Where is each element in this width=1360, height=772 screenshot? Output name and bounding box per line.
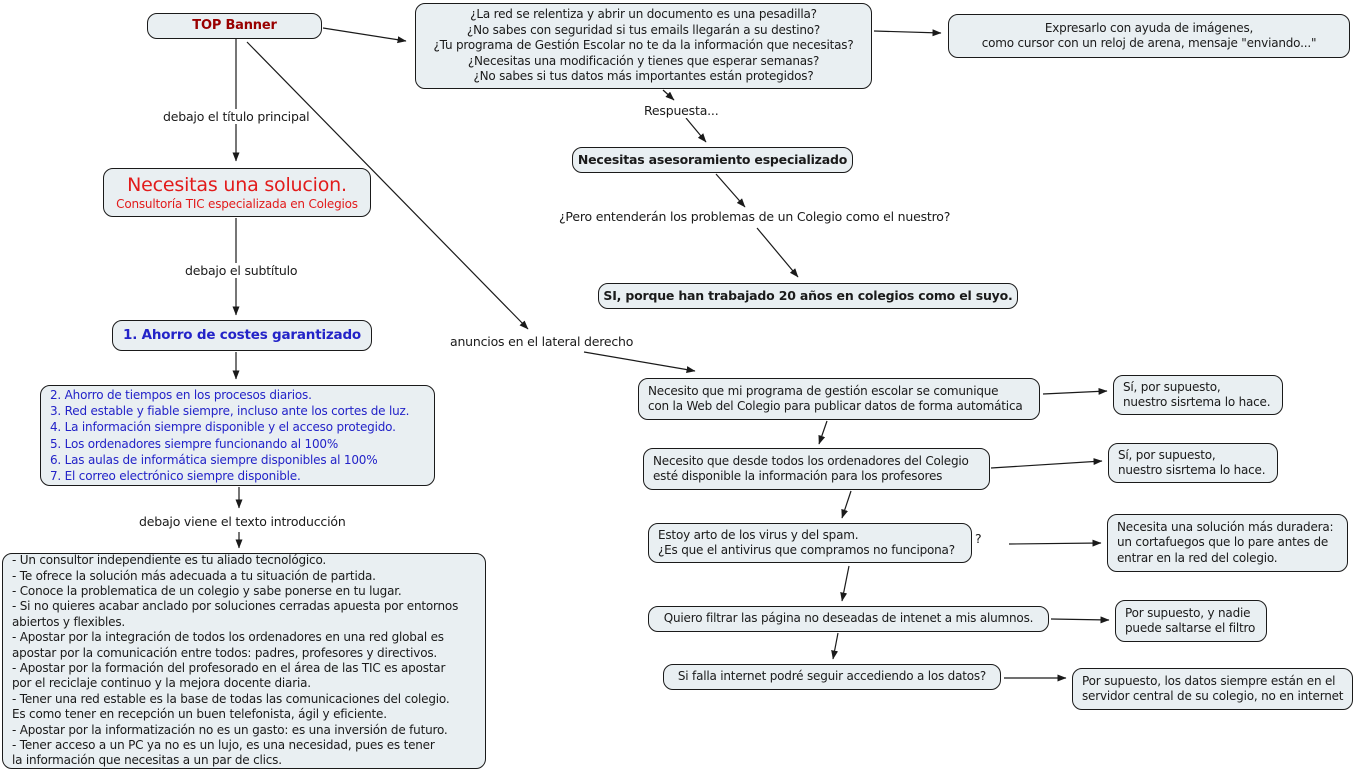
arrow-asesoramiento-to-pero xyxy=(715,173,746,208)
arrow-q4-to-q5 xyxy=(831,632,839,660)
node-question-filtrar-paginas[interactable]: Quiero filtrar las página no deseadas de… xyxy=(648,606,1049,632)
node-necesitas-solucion[interactable]: Necesitas una solucion. Consultoría TIC … xyxy=(103,168,371,217)
arrow-q2-to-q3 xyxy=(841,490,852,519)
node-top-banner[interactable]: TOP Banner xyxy=(147,13,322,39)
node-images-answer[interactable]: Expresarlo con ayuda de imágenes, como c… xyxy=(948,14,1350,58)
link-label-debajo-subtitulo: debajo el subtítulo xyxy=(182,263,301,278)
link-label-respuesta: Respuesta... xyxy=(641,103,722,118)
node-question-virus-spam[interactable]: Estoy arto de los virus y del spam. ¿Es … xyxy=(648,523,972,563)
link-label-anuncios-lateral: anuncios en el lateral derecho xyxy=(447,334,637,349)
node-answer-ordenadores[interactable]: Sí, por supuesto, nuestro sisrtema lo ha… xyxy=(1108,443,1278,483)
arrow-q4-to-a4 xyxy=(1050,616,1110,624)
node-answer-servidor-central[interactable]: Por supuesto, los datos siempre están en… xyxy=(1072,668,1353,710)
arrow-banner-to-anuncios xyxy=(246,41,529,330)
node-answer-filtro[interactable]: Por supuesto, y nadie puede saltarse el … xyxy=(1115,600,1267,642)
link-label-debajo-intro: debajo viene el texto introducción xyxy=(136,514,349,529)
solucion-title: Necesitas una solucion. xyxy=(127,173,347,196)
link-label-question-mark: ? xyxy=(972,531,985,546)
arrow-respuesta-to-asesoramiento xyxy=(685,117,707,143)
arrow-q3-to-q4 xyxy=(840,565,850,602)
arrow-pero-to-si xyxy=(756,227,799,278)
arrow-questions-to-respuesta xyxy=(662,89,675,101)
arrow-q1-to-q2 xyxy=(818,420,828,445)
node-pain-questions[interactable]: ¿La red se relentiza y abrir un document… xyxy=(415,3,872,89)
solucion-subtitle: Consultoría TIC especializada en Colegio… xyxy=(116,196,358,211)
arrow-q3-to-a3 xyxy=(1008,539,1102,547)
node-question-ordenadores[interactable]: Necesito que desde todos los ordenadores… xyxy=(643,448,990,490)
arrow-anuncios-to-q1 xyxy=(583,351,696,374)
link-label-pero-entenderan: ¿Pero entenderán los problemas de un Col… xyxy=(556,209,954,224)
node-answer-cortafuegos[interactable]: Necesita una solución más duradera: un c… xyxy=(1107,514,1348,572)
link-label-debajo-titulo: debajo el título principal xyxy=(160,109,313,124)
node-answer-web-colegio[interactable]: Sí, por supuesto, nuestro sisrtema lo ha… xyxy=(1113,375,1283,415)
node-si-answer[interactable]: SI, porque han trabajado 20 años en cole… xyxy=(598,283,1018,309)
node-intro-text[interactable]: - Un consultor independiente es tu aliad… xyxy=(2,553,486,769)
arrow-q1-to-a1 xyxy=(1042,387,1108,395)
node-question-web-colegio[interactable]: Necesito que mi programa de gestión esco… xyxy=(638,378,1040,420)
node-benefits-list[interactable]: 2. Ahorro de tiempos en los procesos dia… xyxy=(40,385,435,486)
arrow-banner-to-questions xyxy=(322,27,407,44)
node-question-falla-internet[interactable]: Si falla internet podré seguir accediend… xyxy=(663,664,1001,690)
node-ahorro-costes[interactable]: 1. Ahorro de costes garantizado xyxy=(112,320,372,351)
node-asesoramiento[interactable]: Necesitas asesoramiento especializado xyxy=(572,147,853,173)
arrow-questions-to-images xyxy=(873,29,942,37)
arrow-q2-to-a2 xyxy=(990,458,1103,469)
